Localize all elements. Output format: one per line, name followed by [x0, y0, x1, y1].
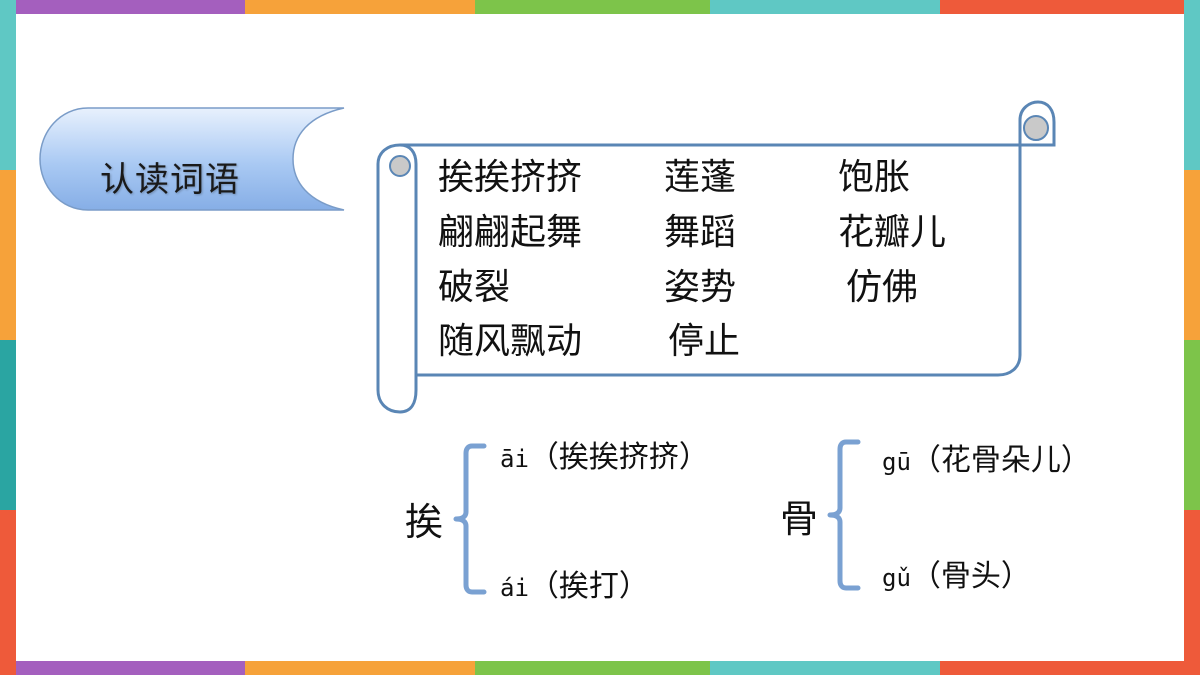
polyphone-char: 骨	[780, 497, 819, 541]
word-baozhang: 饱胀	[838, 157, 911, 198]
word-pianpianqiwu: 翩翩起舞	[438, 212, 583, 253]
word-suifengpiaodong: 随风飘动	[438, 321, 583, 362]
frame-top-teal	[710, 0, 940, 14]
example-word: （骨头）	[910, 559, 1031, 594]
polyphone-char: 挨	[405, 500, 444, 544]
word-huabanr: 花瓣儿	[838, 212, 947, 253]
reading-line: gū（花骨朵儿）	[882, 446, 1091, 476]
word-lianpeng: 莲蓬	[664, 157, 737, 198]
word-wudao: 舞蹈	[664, 212, 737, 253]
brace-icon	[453, 443, 487, 595]
frame-top-purple	[0, 0, 245, 14]
word-zishi: 姿势	[664, 267, 737, 308]
frame-left-orange	[0, 170, 16, 340]
frame-left-green	[0, 340, 16, 510]
frame-right-teal	[1184, 0, 1200, 170]
title-tab-shape	[39, 107, 345, 211]
frame-left-teal	[0, 0, 16, 170]
reading-line: āi（挨挨挤挤）	[500, 443, 709, 473]
frame-top-green	[475, 0, 710, 14]
reading-line: ái（挨打）	[500, 572, 649, 602]
frame-right-orange	[1184, 170, 1200, 340]
pinyin: gǔ	[882, 564, 911, 592]
frame-top-orange	[245, 0, 475, 14]
title-tab	[38, 106, 348, 212]
frame-right-red	[1184, 510, 1200, 675]
example-word: （挨打）	[528, 569, 649, 604]
scroll-banner	[376, 100, 1056, 414]
pinyin: gū	[882, 448, 911, 476]
example-word: （挨挨挤挤）	[528, 440, 709, 475]
reading-line: gǔ（骨头）	[882, 562, 1031, 592]
frame-bottom-red	[940, 661, 1200, 675]
frame-bottom-orange	[245, 661, 475, 675]
frame-bottom-teal	[710, 661, 940, 675]
frame-bottom-green	[475, 661, 710, 675]
word-polie: 破裂	[438, 267, 511, 308]
word-tingzhi: 停止	[668, 321, 741, 362]
pinyin: āi	[500, 445, 529, 473]
example-word: （花骨朵儿）	[910, 443, 1091, 478]
frame-bottom-purple	[0, 661, 245, 675]
section-title: 认读词语	[100, 160, 240, 200]
frame-right-green	[1184, 340, 1200, 510]
brace-icon	[827, 439, 861, 591]
frame-left-red	[0, 510, 16, 675]
word-fangfu: 仿佛	[846, 267, 919, 308]
frame-top-red	[940, 0, 1200, 14]
word-aiaijiji: 挨挨挤挤	[438, 157, 583, 198]
pinyin: ái	[500, 574, 529, 602]
